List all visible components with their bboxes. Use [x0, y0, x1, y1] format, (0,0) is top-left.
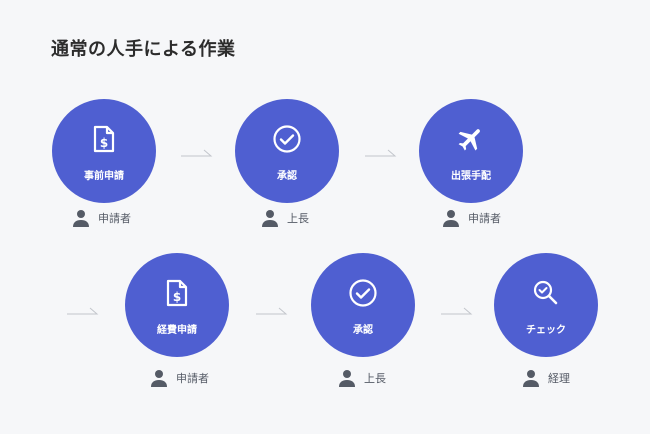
person-name: 申請者: [176, 372, 209, 385]
check-circle-icon: [272, 123, 302, 155]
step-circle-4: $ 経費申請: [125, 253, 229, 357]
svg-text:$: $: [100, 136, 108, 150]
person-label-2: 上長: [261, 209, 309, 227]
person-icon: [443, 210, 459, 227]
step-label-4: 経費申請: [157, 325, 197, 336]
step-label-2: 承認: [277, 171, 297, 182]
step-label-6: チェック: [526, 325, 566, 336]
person-name: 経理: [548, 372, 570, 385]
person-label-6: 経理: [522, 369, 570, 387]
svg-text:$: $: [173, 290, 181, 304]
person-name: 上長: [287, 212, 309, 225]
person-icon: [523, 370, 539, 387]
arrow-icon: [181, 149, 213, 157]
page-title: 通常の人手による作業: [51, 39, 236, 60]
arrow-icon: [365, 149, 397, 157]
person-icon: [262, 210, 278, 227]
person-name: 上長: [364, 372, 386, 385]
person-icon: [73, 210, 89, 227]
person-label-4: 申請者: [150, 369, 209, 387]
arrow-icon: [441, 307, 473, 315]
step-label-1: 事前申請: [84, 171, 124, 182]
person-label-5: 上長: [338, 369, 386, 387]
step-circle-1: $ 事前申請: [52, 99, 156, 203]
step-label-5: 承認: [353, 325, 373, 336]
arrow-icon: [67, 307, 99, 315]
person-label-3: 申請者: [442, 209, 501, 227]
document-dollar-icon: $: [93, 123, 115, 155]
step-label-3: 出張手配: [451, 171, 491, 182]
person-icon: [339, 370, 355, 387]
step-circle-5: 承認: [311, 253, 415, 357]
arrow-icon: [256, 307, 288, 315]
step-circle-2: 承認: [235, 99, 339, 203]
person-label-1: 申請者: [72, 209, 131, 227]
airplane-icon: [456, 123, 486, 155]
step-circle-6: チェック: [494, 253, 598, 357]
step-circle-3: 出張手配: [419, 99, 523, 203]
person-icon: [151, 370, 167, 387]
document-dollar-icon: $: [166, 277, 188, 309]
person-name: 申請者: [468, 212, 501, 225]
person-name: 申請者: [98, 212, 131, 225]
search-check-icon: [531, 277, 561, 309]
check-circle-icon: [348, 277, 378, 309]
